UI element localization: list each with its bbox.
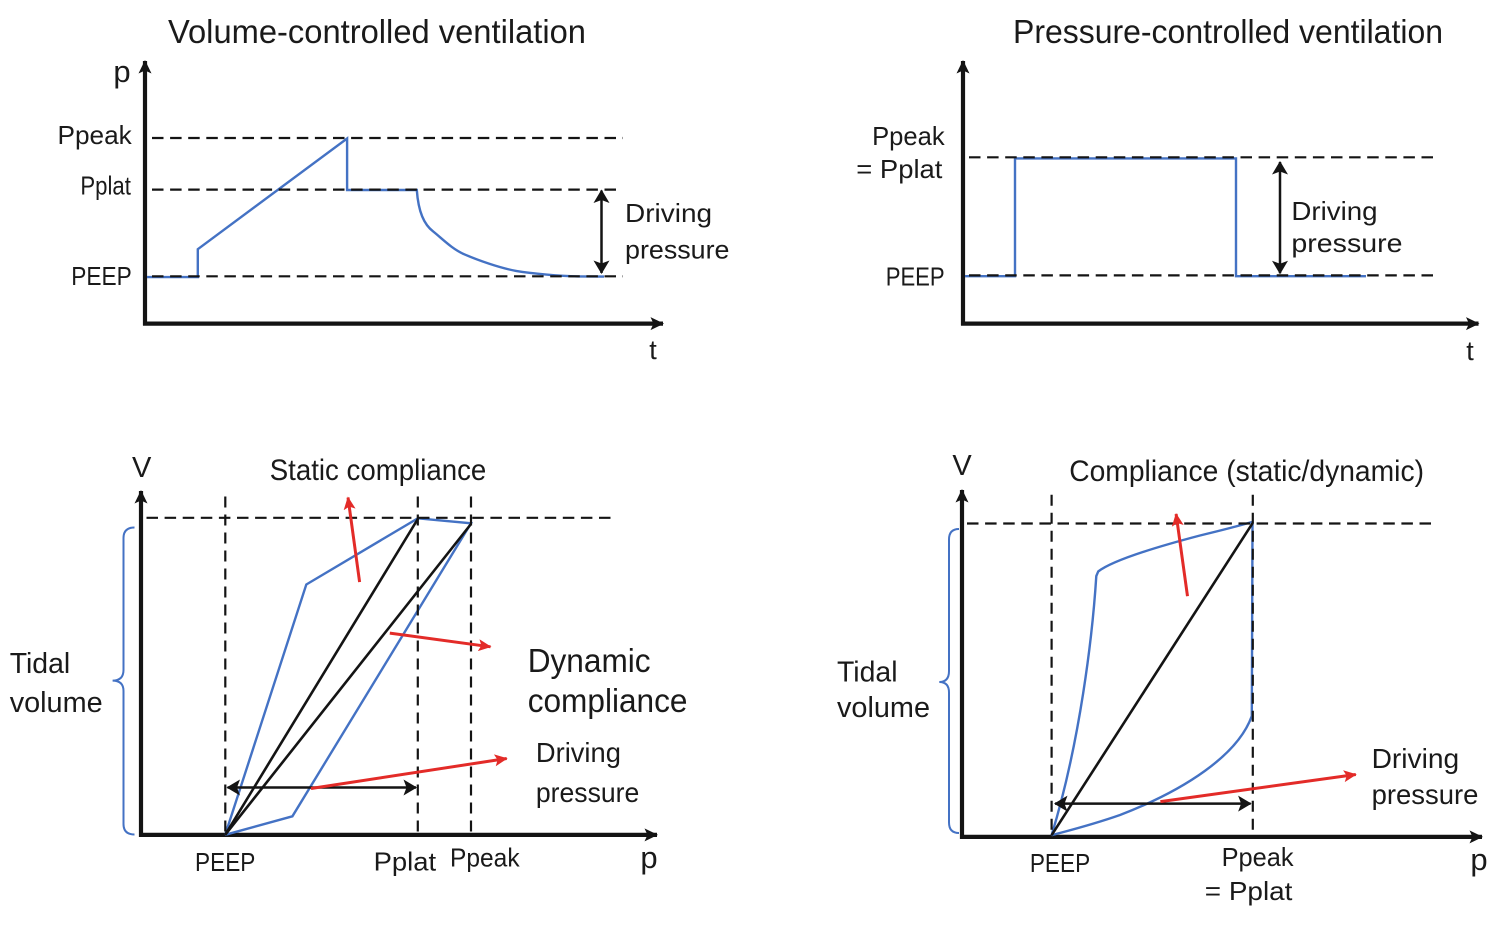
svg-text:PEEP: PEEP	[195, 847, 255, 877]
svg-text:PEEP: PEEP	[71, 261, 132, 291]
svg-text:pressure: pressure	[1372, 779, 1479, 810]
svg-text:Ppeak: Ppeak	[1222, 842, 1295, 872]
svg-text:Driving: Driving	[1291, 196, 1377, 226]
svg-text:Pplat: Pplat	[374, 847, 437, 877]
svg-text:Pplat: Pplat	[80, 171, 131, 201]
svg-text:Ppeak: Ppeak	[58, 120, 133, 150]
svg-text:p: p	[1470, 842, 1487, 877]
svg-text:Ppeak: Ppeak	[450, 843, 521, 873]
svg-text:p: p	[113, 54, 130, 89]
svg-text:volume: volume	[10, 687, 103, 719]
svg-text:Static compliance: Static compliance	[270, 454, 487, 487]
svg-text:Compliance (static/dynamic): Compliance (static/dynamic)	[1069, 455, 1424, 488]
svg-text:p: p	[640, 840, 657, 875]
svg-text:Pressure-controlled ventilatio: Pressure-controlled ventilation	[1013, 13, 1443, 50]
svg-text:Ppeak: Ppeak	[872, 121, 946, 151]
svg-text:PEEP: PEEP	[886, 262, 945, 292]
svg-text:V: V	[132, 452, 152, 484]
svg-text:volume: volume	[837, 692, 930, 724]
svg-text:pressure: pressure	[1291, 228, 1402, 258]
svg-text:Tidal: Tidal	[837, 656, 898, 688]
svg-text:= Pplat: = Pplat	[856, 154, 943, 184]
svg-text:pressure: pressure	[625, 235, 730, 265]
svg-text:compliance: compliance	[528, 682, 688, 719]
svg-text:PEEP: PEEP	[1030, 848, 1090, 878]
svg-text:Volume-controlled ventilation: Volume-controlled ventilation	[168, 13, 586, 50]
svg-text:Driving: Driving	[625, 198, 712, 228]
svg-text:Driving: Driving	[536, 737, 621, 768]
svg-text:Driving: Driving	[1372, 743, 1460, 774]
svg-text:Tidal: Tidal	[10, 648, 70, 680]
svg-text:t: t	[649, 335, 657, 365]
svg-text:V: V	[952, 450, 972, 482]
svg-text:Dynamic: Dynamic	[528, 642, 651, 679]
svg-text:t: t	[1466, 336, 1474, 366]
svg-text:pressure: pressure	[536, 777, 639, 808]
svg-text:= Pplat: = Pplat	[1205, 876, 1293, 906]
